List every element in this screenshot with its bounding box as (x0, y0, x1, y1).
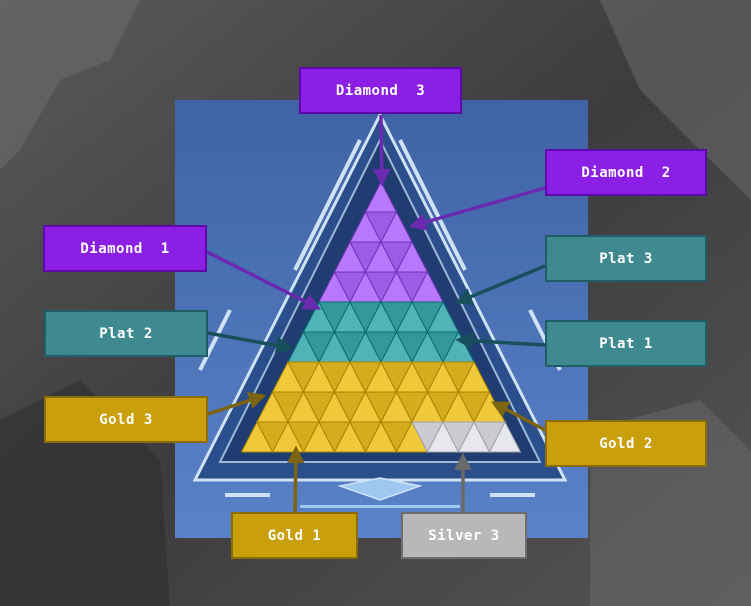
label-silver-3: Silver 3 (401, 512, 527, 559)
connectors (206, 114, 546, 513)
connector-diamond1 (206, 250, 322, 310)
connector-diamond3 (373, 114, 391, 187)
connector-gold1 (287, 445, 305, 513)
label-gold-3: Gold 3 (44, 396, 208, 443)
connector-plat3 (454, 264, 546, 305)
label-diamond-3: Diamond 3 (299, 67, 462, 114)
connector-plat2 (207, 331, 294, 355)
connector-gold3 (207, 392, 267, 416)
background-rocks (0, 0, 140, 170)
label-diamond-1: Diamond 1 (43, 225, 207, 272)
label-gold-2: Gold 2 (545, 420, 707, 467)
label-plat-3: Plat 3 (545, 235, 707, 282)
background-rocks (600, 0, 751, 200)
label-diamond-2: Diamond 2 (545, 149, 707, 196)
connector-diamond2 (408, 186, 546, 231)
tile-silver (488, 420, 522, 453)
connector-gold2 (490, 401, 546, 432)
label-plat-1: Plat 1 (545, 320, 707, 367)
label-gold-1: Gold 1 (231, 512, 358, 559)
connector-plat1 (455, 332, 546, 350)
label-plat-2: Plat 2 (44, 310, 208, 357)
pyramid-tiles (240, 180, 522, 454)
